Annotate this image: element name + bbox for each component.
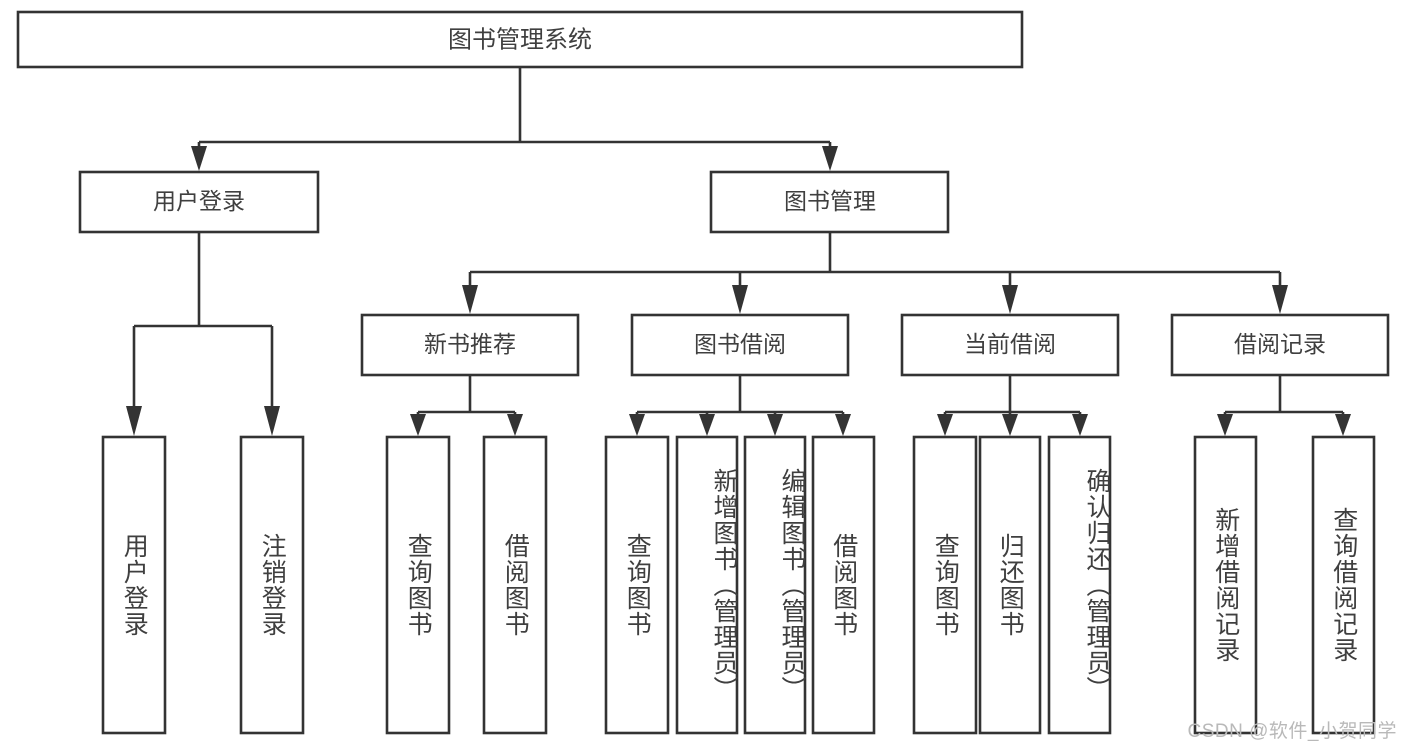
node-borrow-record-label: 借阅记录 bbox=[1234, 331, 1326, 357]
arrowhead-leaf-record-query bbox=[1335, 414, 1351, 436]
arrowhead-borrow-record bbox=[1272, 285, 1288, 314]
node-leaf-rec-borrow-book-box[interactable] bbox=[482, 435, 548, 735]
node-leaf-current-return-book-box[interactable] bbox=[978, 435, 1042, 735]
node-borrow-record[interactable]: 借阅记录 bbox=[1170, 313, 1390, 377]
node-new-book-rec-label: 新书推荐 bbox=[424, 331, 516, 357]
node-book-manage-box[interactable] bbox=[709, 170, 950, 234]
node-book-borrow-box[interactable] bbox=[630, 313, 850, 377]
node-leaf-current-query-book-box[interactable] bbox=[912, 435, 978, 735]
arrowhead-book-manage bbox=[822, 146, 838, 171]
arrowhead-leaf-borrow-query-book bbox=[629, 414, 645, 436]
arrowhead-new-book-rec bbox=[462, 285, 478, 314]
connector-group-user-login bbox=[126, 232, 280, 436]
node-root-label: 图书管理系统 bbox=[448, 26, 592, 53]
connector-group-new-book-rec bbox=[410, 375, 523, 436]
node-new-book-rec-box[interactable] bbox=[360, 313, 580, 377]
arrowhead-leaf-rec-query-book bbox=[410, 414, 426, 436]
node-book-borrow[interactable]: 图书借阅 bbox=[630, 313, 850, 377]
arrowhead-leaf-borrow-add-book bbox=[699, 414, 715, 436]
node-borrow-record-box[interactable] bbox=[1170, 313, 1390, 377]
arrowhead-leaf-current-confirm-return bbox=[1072, 414, 1088, 436]
node-user-login-label: 用户登录 bbox=[153, 188, 245, 214]
arrowhead-current-borrow bbox=[1002, 285, 1018, 314]
node-current-borrow-box[interactable] bbox=[900, 313, 1120, 377]
node-leaf-record-query-box[interactable] bbox=[1311, 435, 1376, 735]
node-user-login-box[interactable] bbox=[78, 170, 320, 234]
watermark-text: CSDN @软件_小贺同学 bbox=[1187, 721, 1397, 742]
arrowhead-leaf-record-add bbox=[1217, 414, 1233, 436]
arrowhead-book-borrow bbox=[732, 285, 748, 314]
arrowhead-leaf-borrow-edit-book bbox=[767, 414, 783, 436]
arrowhead-user-login bbox=[191, 146, 207, 171]
arrowhead-leaf-current-return-book bbox=[1002, 414, 1018, 436]
node-leaf-user-logout-box[interactable] bbox=[239, 435, 305, 735]
node-leaf-record-add-box[interactable] bbox=[1193, 435, 1258, 735]
connector-group-book-borrow bbox=[629, 375, 851, 436]
arrowhead-leaf-rec-borrow-book bbox=[507, 414, 523, 436]
node-current-borrow[interactable]: 当前借阅 bbox=[900, 313, 1120, 377]
node-root-box[interactable] bbox=[16, 10, 1024, 69]
connector-group-current-borrow bbox=[937, 375, 1088, 436]
node-current-borrow-label: 当前借阅 bbox=[964, 331, 1056, 357]
arrowhead-leaf-current-query-book bbox=[937, 414, 953, 436]
connector-group-root bbox=[191, 67, 838, 171]
node-user-login[interactable]: 用户登录 bbox=[78, 170, 320, 234]
connector-group-book-manage bbox=[462, 232, 1288, 314]
node-leaf-borrow-borrow-book-box[interactable] bbox=[811, 435, 876, 735]
node-leaf-current-confirm-return-box[interactable] bbox=[1047, 435, 1112, 735]
arrowhead-leaf-user-login bbox=[126, 406, 142, 436]
node-leaf-borrow-edit-book-box[interactable] bbox=[743, 435, 807, 735]
node-leaf-borrow-add-book-box[interactable] bbox=[675, 435, 739, 735]
arrowhead-leaf-borrow-borrow-book bbox=[835, 414, 851, 436]
node-leaf-user-login-box[interactable] bbox=[101, 435, 167, 735]
node-leaf-borrow-query-book-box[interactable] bbox=[604, 435, 670, 735]
connector-group-borrow-record bbox=[1217, 375, 1351, 436]
node-book-manage[interactable]: 图书管理 bbox=[709, 170, 950, 234]
node-leaf-rec-query-book-box[interactable] bbox=[385, 435, 451, 735]
node-new-book-rec[interactable]: 新书推荐 bbox=[360, 313, 580, 377]
node-book-borrow-label: 图书借阅 bbox=[694, 331, 786, 357]
node-root[interactable]: 图书管理系统 bbox=[16, 10, 1024, 69]
arrowhead-leaf-user-logout bbox=[264, 406, 280, 436]
node-book-manage-label: 图书管理 bbox=[784, 188, 876, 214]
